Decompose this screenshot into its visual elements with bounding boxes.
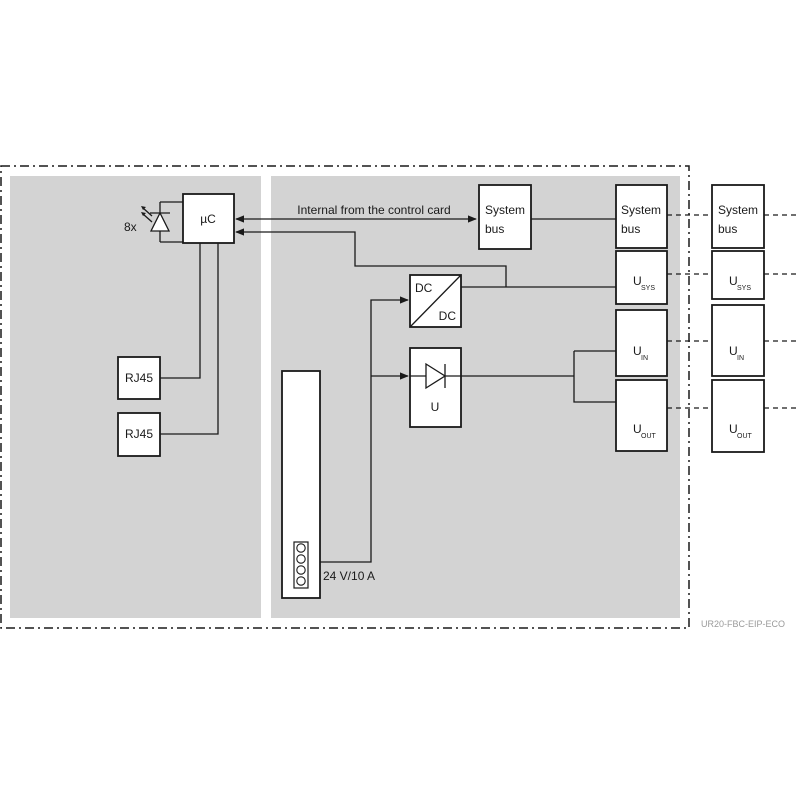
dashed-bus-links <box>667 214 800 409</box>
external-uout-label: U <box>729 422 738 436</box>
external-uout-sub: OUT <box>737 433 753 440</box>
microcontroller-box <box>182 193 235 244</box>
dc-dc-diagonal <box>409 274 462 328</box>
connector-column <box>615 184 668 452</box>
supply-terminal <box>293 541 309 589</box>
external-system-label-1: System <box>718 203 758 217</box>
system-bus-box <box>478 184 532 250</box>
rj45-port-bottom-label: RJ45 <box>125 427 153 441</box>
diode-u-label: U <box>431 400 440 414</box>
external-uin-label: U <box>729 344 738 358</box>
connector-uin-sub: IN <box>641 355 648 362</box>
diode-box <box>409 347 462 428</box>
connector-usys-sub: SYS <box>641 285 655 292</box>
product-code: UR20-FBC-EIP-ECO <box>701 619 785 629</box>
external-connector-column <box>711 184 765 453</box>
terminal-pin-3 <box>296 565 306 575</box>
feedback-line <box>235 228 507 287</box>
microcontroller-label: µC <box>200 212 216 226</box>
external-system-label-2: bus <box>718 222 737 236</box>
connector-uin-label: U <box>633 344 642 358</box>
device-outline <box>0 165 690 629</box>
terminal-pin-2 <box>296 554 306 564</box>
connector-system-label-2: bus <box>621 222 640 236</box>
external-usys-label: U <box>729 274 738 288</box>
external-usys-sub: SYS <box>737 285 751 292</box>
rj45-port-top-label: RJ45 <box>125 371 153 385</box>
dc-dc-in-label: DC <box>415 281 433 295</box>
led-count-label: 8x <box>124 220 137 234</box>
internal-line-label: Internal from the control card <box>297 203 450 217</box>
right-panel <box>271 176 680 618</box>
terminal-pin-1 <box>296 543 306 553</box>
supply-label: 24 V/10 A <box>323 569 375 583</box>
connector-uout-sub: OUT <box>641 433 657 440</box>
led-icon <box>141 201 183 243</box>
external-uin-sub: IN <box>737 355 744 362</box>
rj45-bottom-wire <box>160 243 219 435</box>
connector-usys-label: U <box>633 274 642 288</box>
connector-uout-label: U <box>633 422 642 436</box>
system-bus-label-1: System <box>485 203 525 217</box>
dc-dc-out-label: DC <box>439 309 457 323</box>
rj45-top-wire <box>160 243 201 379</box>
connector-system-label-1: System <box>621 203 661 217</box>
terminal-pin-4 <box>296 576 306 586</box>
system-bus-label-2: bus <box>485 222 504 236</box>
supply-wire <box>320 296 409 563</box>
diode-icon <box>410 362 461 390</box>
uin-uout-bridge <box>573 350 616 403</box>
